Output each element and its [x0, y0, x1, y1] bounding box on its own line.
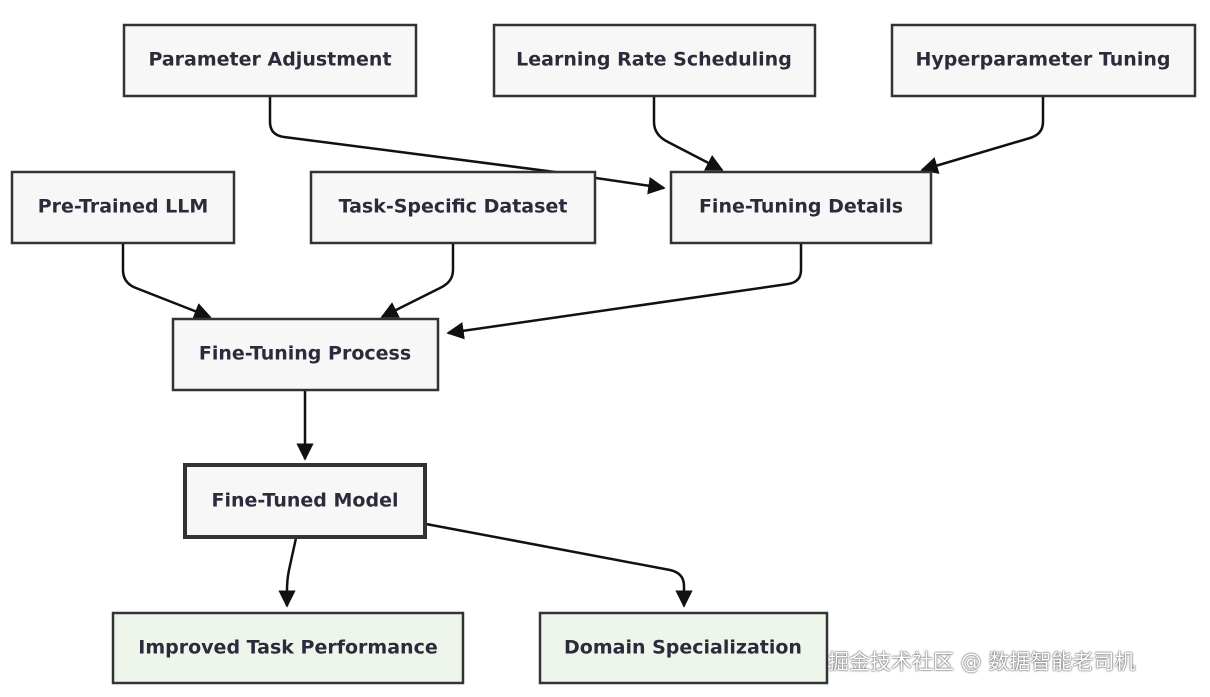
node-label-parameter-adjustment: Parameter Adjustment: [148, 49, 391, 71]
node-label-task-specific-dataset: Task-Specific Dataset: [339, 196, 568, 218]
edges: [121, 96, 1045, 608]
node-label-domain-specialization: Domain Specialization: [564, 637, 802, 659]
edge-fine-tuned-model-to-improved-performance: [278, 537, 298, 608]
watermark-text: 掘金技术社区 @ 数据智能老司机: [828, 650, 1136, 674]
node-improved-task-performance: Improved Task Performance: [111, 611, 465, 685]
node-hyperparameter-tuning: Hyperparameter Tuning: [890, 23, 1197, 98]
edge-task-dataset-to-fine-tuning-process: [380, 243, 455, 319]
edge-hyperparameter-to-fine-tuning-details: [920, 96, 1045, 174]
edge-parameter-adjustment-to-fine-tuning-details: [268, 96, 666, 195]
node-learning-rate-scheduling: Learning Rate Scheduling: [492, 23, 817, 98]
edge-pre-trained-llm-to-fine-tuning-process: [121, 243, 212, 320]
node-task-specific-dataset: Task-Specific Dataset: [309, 170, 597, 245]
edge-fine-tuning-details-to-fine-tuning-process: [446, 243, 803, 340]
edge-learning-rate-to-fine-tuning-details: [652, 96, 724, 172]
node-fine-tuning-process: Fine-Tuning Process: [171, 317, 440, 392]
node-fine-tuning-details: Fine-Tuning Details: [669, 170, 933, 245]
node-label-fine-tuning-process: Fine-Tuning Process: [199, 343, 411, 365]
node-label-hyperparameter-tuning: Hyperparameter Tuning: [916, 49, 1171, 71]
node-label-fine-tuned-model: Fine-Tuned Model: [212, 490, 399, 512]
node-label-improved-task-performance: Improved Task Performance: [138, 637, 437, 659]
node-label-pre-trained-llm: Pre-Trained LLM: [38, 196, 209, 218]
node-label-learning-rate-scheduling: Learning Rate Scheduling: [516, 49, 792, 71]
node-domain-specialization: Domain Specialization: [538, 611, 829, 685]
node-fine-tuned-model: Fine-Tuned Model: [183, 463, 427, 539]
node-label-fine-tuning-details: Fine-Tuning Details: [699, 196, 903, 218]
node-parameter-adjustment: Parameter Adjustment: [122, 23, 418, 98]
edge-fine-tuned-model-to-domain-specialization: [425, 522, 693, 608]
node-pre-trained-llm: Pre-Trained LLM: [10, 170, 236, 245]
